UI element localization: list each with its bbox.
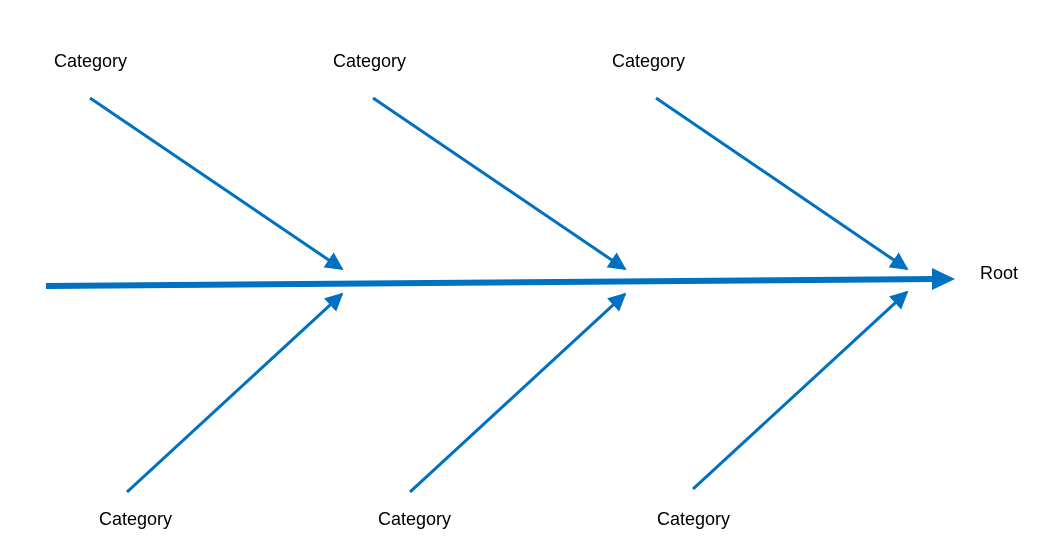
spine-line	[45, 276, 937, 289]
bottom-bone-3	[691, 290, 909, 491]
bottom-category-label-2: Category	[378, 509, 451, 529]
top-category-label-3: Category	[612, 51, 685, 71]
top-bone-3	[655, 96, 909, 271]
top-category-label-1: Category	[54, 51, 127, 71]
spine-arrowhead	[932, 268, 955, 290]
top-bone-1	[89, 96, 344, 271]
bottom-category-label-1: Category	[99, 509, 172, 529]
top-category-label-2: Category	[333, 51, 406, 71]
bottom-bone-2	[408, 292, 627, 494]
bottom-bone-1	[125, 292, 344, 494]
bottom-category-label-3: Category	[657, 509, 730, 529]
top-bone-2	[372, 96, 627, 271]
root-label: Root	[980, 263, 1018, 283]
